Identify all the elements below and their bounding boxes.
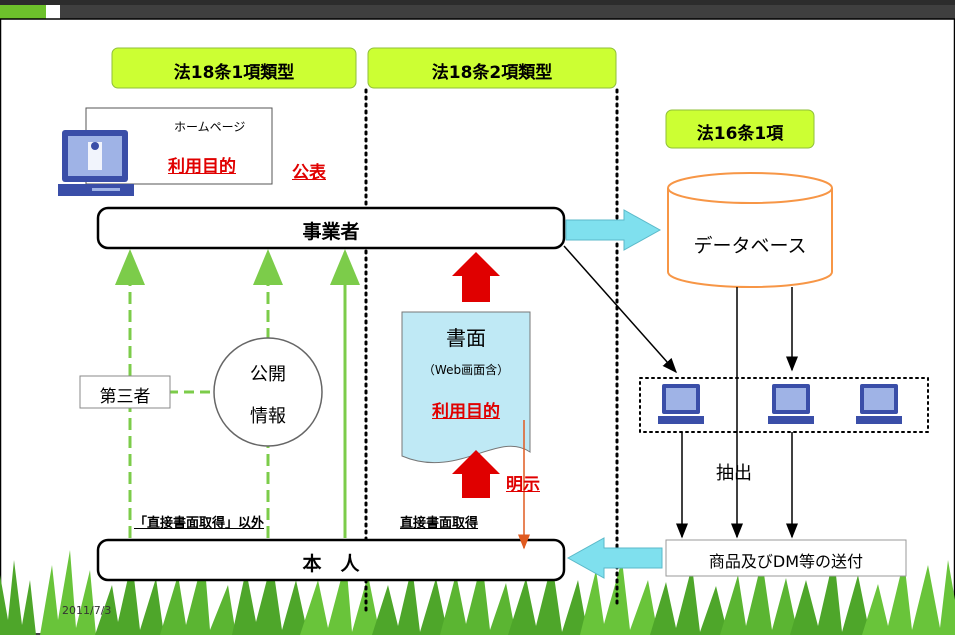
business-label: 事業者 xyxy=(302,221,360,243)
header-dark-bar xyxy=(60,5,955,19)
terminal-icon-2 xyxy=(768,384,814,424)
explicit-label: 明示 xyxy=(506,475,540,495)
header-top-strip xyxy=(0,0,955,5)
terminal-group xyxy=(639,377,929,433)
shipping-label: 商品及びDM等の送付 xyxy=(708,552,864,571)
banner-law18-1 xyxy=(111,47,357,89)
public-info-line2: 情報 xyxy=(250,406,286,427)
red-arrow-up-upper xyxy=(452,252,500,302)
business-box xyxy=(96,206,566,250)
label-law16-1: 法16条1項 xyxy=(696,124,784,144)
document-shape xyxy=(401,311,531,464)
arrow-to-database xyxy=(565,209,662,251)
public-info-line1: 公開 xyxy=(250,364,286,385)
grass-decoration xyxy=(0,550,955,635)
terminal-icon-1 xyxy=(658,384,704,424)
red-arrow-up-lower xyxy=(452,450,500,498)
label-law18-2: 法18条2項類型 xyxy=(431,63,553,83)
person-box xyxy=(96,538,566,582)
document-title: 書面 xyxy=(446,326,486,350)
banner-law16-1 xyxy=(665,109,815,149)
banner-law18-2 xyxy=(367,47,617,89)
label-law18-1: 法18条1項類型 xyxy=(173,63,295,83)
third-party-box xyxy=(79,375,171,409)
homepage-purpose: 利用目的 xyxy=(168,157,236,177)
shipping-box xyxy=(665,539,907,577)
third-party-label: 第三者 xyxy=(99,387,151,407)
document-purpose: 利用目的 xyxy=(432,402,500,422)
arrow-business-to-terminals xyxy=(563,245,677,374)
header-green-tab xyxy=(0,5,46,19)
computer-icon xyxy=(58,130,134,196)
indirect-acquisition-label: 「直接書面取得」以外 xyxy=(134,516,265,531)
document-sub: （Web画面含） xyxy=(422,363,510,377)
direct-acquisition-label: 直接書面取得 xyxy=(400,516,479,531)
arrow-to-person xyxy=(566,537,663,579)
extract-label: 抽出 xyxy=(716,463,752,484)
date-label: 2011/7/3 xyxy=(62,604,112,617)
announce-label: 公表 xyxy=(292,163,326,183)
database-label: データベース xyxy=(693,235,807,257)
terminal-icon-3 xyxy=(856,384,902,424)
database-cylinder xyxy=(667,172,833,288)
public-info-circle xyxy=(213,337,323,447)
person-label: 本 人 xyxy=(302,553,360,575)
homepage-label: ホームページ xyxy=(174,120,246,134)
